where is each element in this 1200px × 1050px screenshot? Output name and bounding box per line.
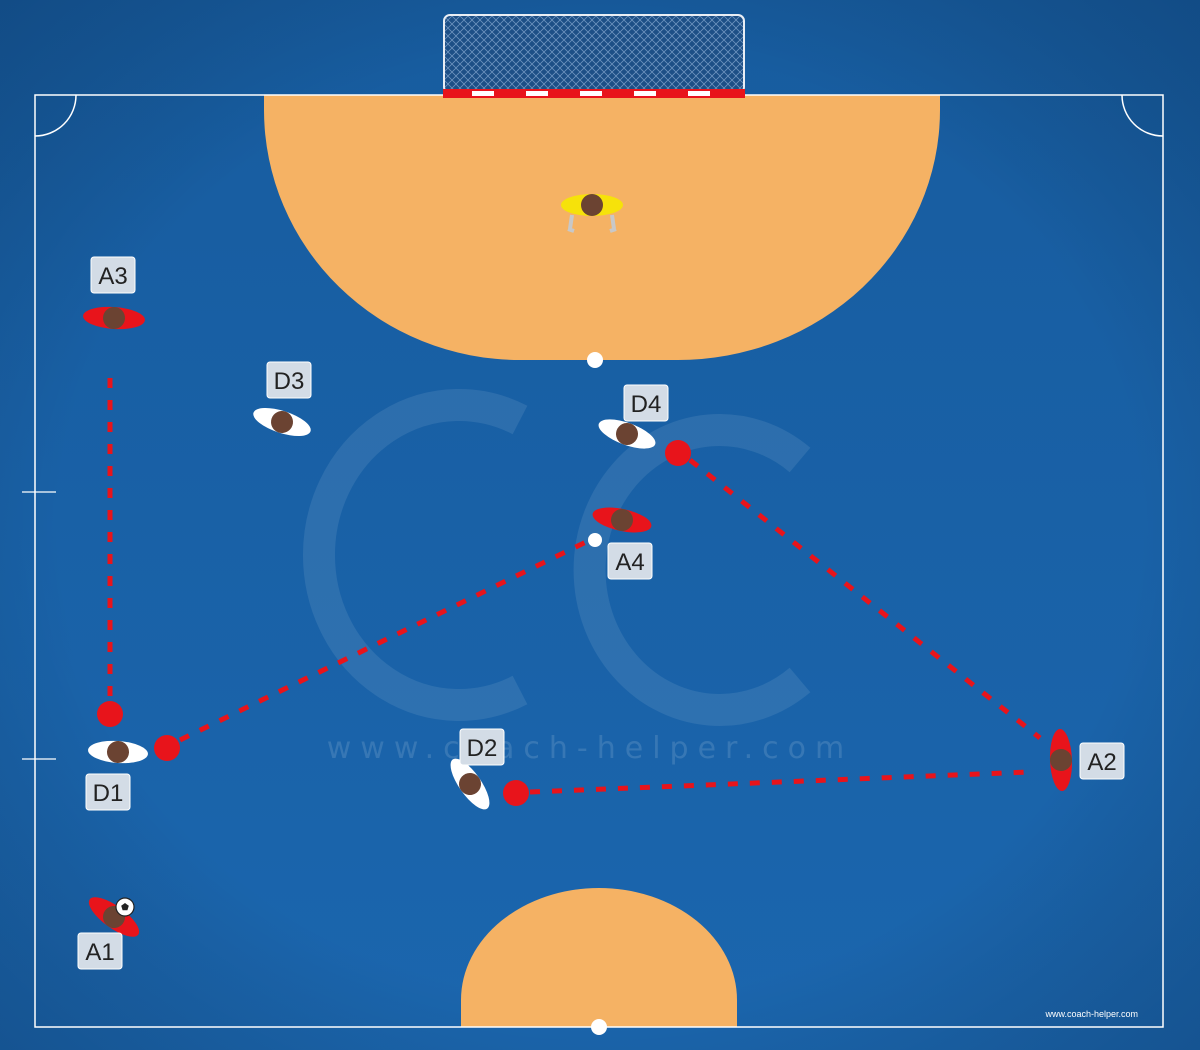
player-a2 [1049, 729, 1073, 791]
watermark-url: www.coach-helper.com [327, 731, 853, 766]
opposite-zone [461, 888, 737, 1027]
goal-area-zone [264, 95, 940, 361]
goal-net-icon [443, 14, 745, 98]
watermark-c-right [573, 414, 811, 726]
player-a3 [83, 306, 145, 330]
pass-to-a4 [178, 537, 592, 743]
player-d4 [598, 419, 656, 449]
run-d4-to-a2 [688, 458, 1042, 740]
pass-lines [107, 378, 1042, 795]
corner-arc-right [1121, 94, 1164, 137]
label-a3-text: A3 [98, 263, 127, 290]
label-d3-text: D3 [274, 368, 305, 395]
label-d4-text: D4 [631, 391, 662, 418]
label-a2: A2 [1079, 742, 1125, 780]
player-d3 [253, 408, 311, 436]
label-a1-text: A1 [85, 939, 114, 966]
goalkeeper-icon [561, 194, 623, 233]
cone-icon [503, 780, 529, 806]
label-a1: A1 [77, 932, 123, 970]
label-d2: D2 [459, 728, 505, 766]
label-a4: A4 [607, 542, 653, 580]
label-a3: A3 [90, 256, 136, 294]
player-d1 [88, 740, 148, 764]
pass-to-a2 [529, 769, 1031, 795]
label-d3: D3 [266, 361, 312, 399]
label-d1: D1 [85, 773, 131, 811]
corner-arc-left [34, 94, 77, 137]
penalty-spot [587, 352, 603, 368]
label-d4: D4 [623, 384, 669, 422]
cone-icon [154, 735, 180, 761]
watermark-c-left [302, 389, 528, 721]
credit-text: www.coach-helper.com [1044, 1009, 1138, 1019]
cone-markers [97, 440, 691, 806]
label-a2-text: A2 [1087, 749, 1116, 776]
player-a4 [592, 507, 652, 533]
ball-icon [115, 897, 135, 917]
label-d2-text: D2 [467, 735, 498, 762]
player-d2 [450, 758, 490, 810]
cone-icon [97, 701, 123, 727]
watermark: www.coach-helper.com [302, 389, 853, 766]
cone-icon [665, 440, 691, 466]
label-d1-text: D1 [93, 780, 124, 807]
ball-small [588, 533, 602, 547]
center-spot [591, 1019, 607, 1035]
label-a4-text: A4 [615, 549, 644, 576]
